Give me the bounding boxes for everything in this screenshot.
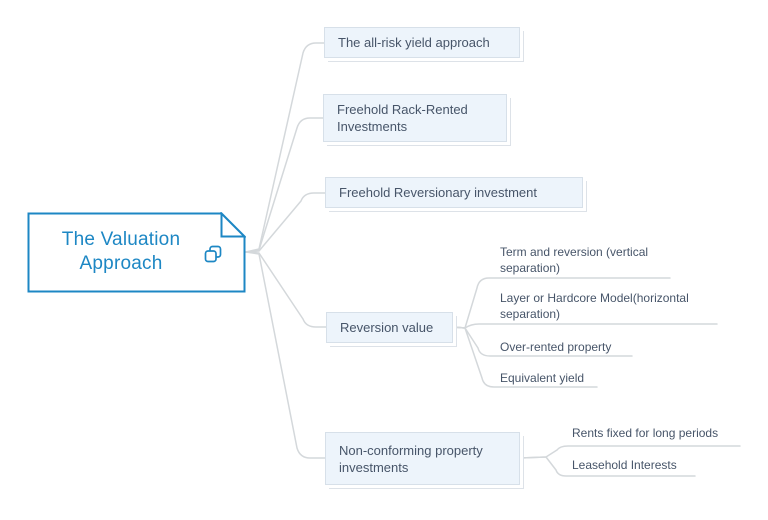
connector-root-branch-1 — [245, 117, 324, 253]
leaf-node-layer-hardcore[interactable]: Layer or Hardcore Model(horizontal separ… — [500, 291, 689, 321]
branch-node-non-conforming[interactable]: Non-conforming property investments — [325, 432, 520, 485]
branch-node-reversionary[interactable]: Freehold Reversionary investment — [325, 177, 583, 208]
leaf-node-leasehold-interests[interactable]: Leasehold Interests — [572, 458, 677, 472]
root-node[interactable]: The Valuation Approach — [27, 212, 246, 293]
branch-node-reversion-value[interactable]: Reversion value — [326, 312, 453, 343]
branch-node-rack-rented[interactable]: Freehold Rack-Rented Investments — [323, 94, 507, 142]
root-node-shape — [27, 212, 246, 293]
connector-root-branch-2 — [245, 192, 326, 253]
branch-node-label: Reversion value — [340, 320, 434, 335]
branch-node-label: The all-risk yield approach — [338, 35, 490, 50]
leaf-node-rents-fixed[interactable]: Rents fixed for long periods — [572, 426, 719, 440]
connector-reversion-child-0 — [452, 277, 671, 329]
clone-icon[interactable] — [203, 244, 223, 264]
leaf-node-equivalent-yield[interactable]: Equivalent yield — [500, 371, 585, 385]
branch-node-all-risk-yield[interactable]: The all-risk yield approach — [324, 27, 520, 58]
branch-node-label: Freehold Rack-Rented Investments — [337, 102, 468, 134]
connector-root-branch-4 — [245, 251, 326, 459]
connector-nonconforming-child-1 — [519, 456, 696, 477]
leaf-node-term-and-reversion[interactable]: Term and reversion (vertical separation) — [500, 245, 649, 275]
branch-node-label: Non-conforming property investments — [339, 442, 483, 475]
root-node-label: The Valuation Approach — [61, 229, 181, 274]
connector-root-branch-3 — [245, 251, 327, 328]
connector-reversion-child-1 — [452, 323, 718, 329]
connector-nonconforming-child-0 — [519, 445, 741, 459]
leaf-node-over-rented[interactable]: Over-rented property — [500, 340, 612, 354]
connector-reversion-child-2 — [452, 326, 633, 357]
connector-reversion-child-3 — [452, 326, 598, 388]
connector-root-branch-0 — [245, 42, 325, 253]
folded-corner — [220, 212, 246, 238]
branch-node-label: Freehold Reversionary investment — [339, 185, 537, 200]
